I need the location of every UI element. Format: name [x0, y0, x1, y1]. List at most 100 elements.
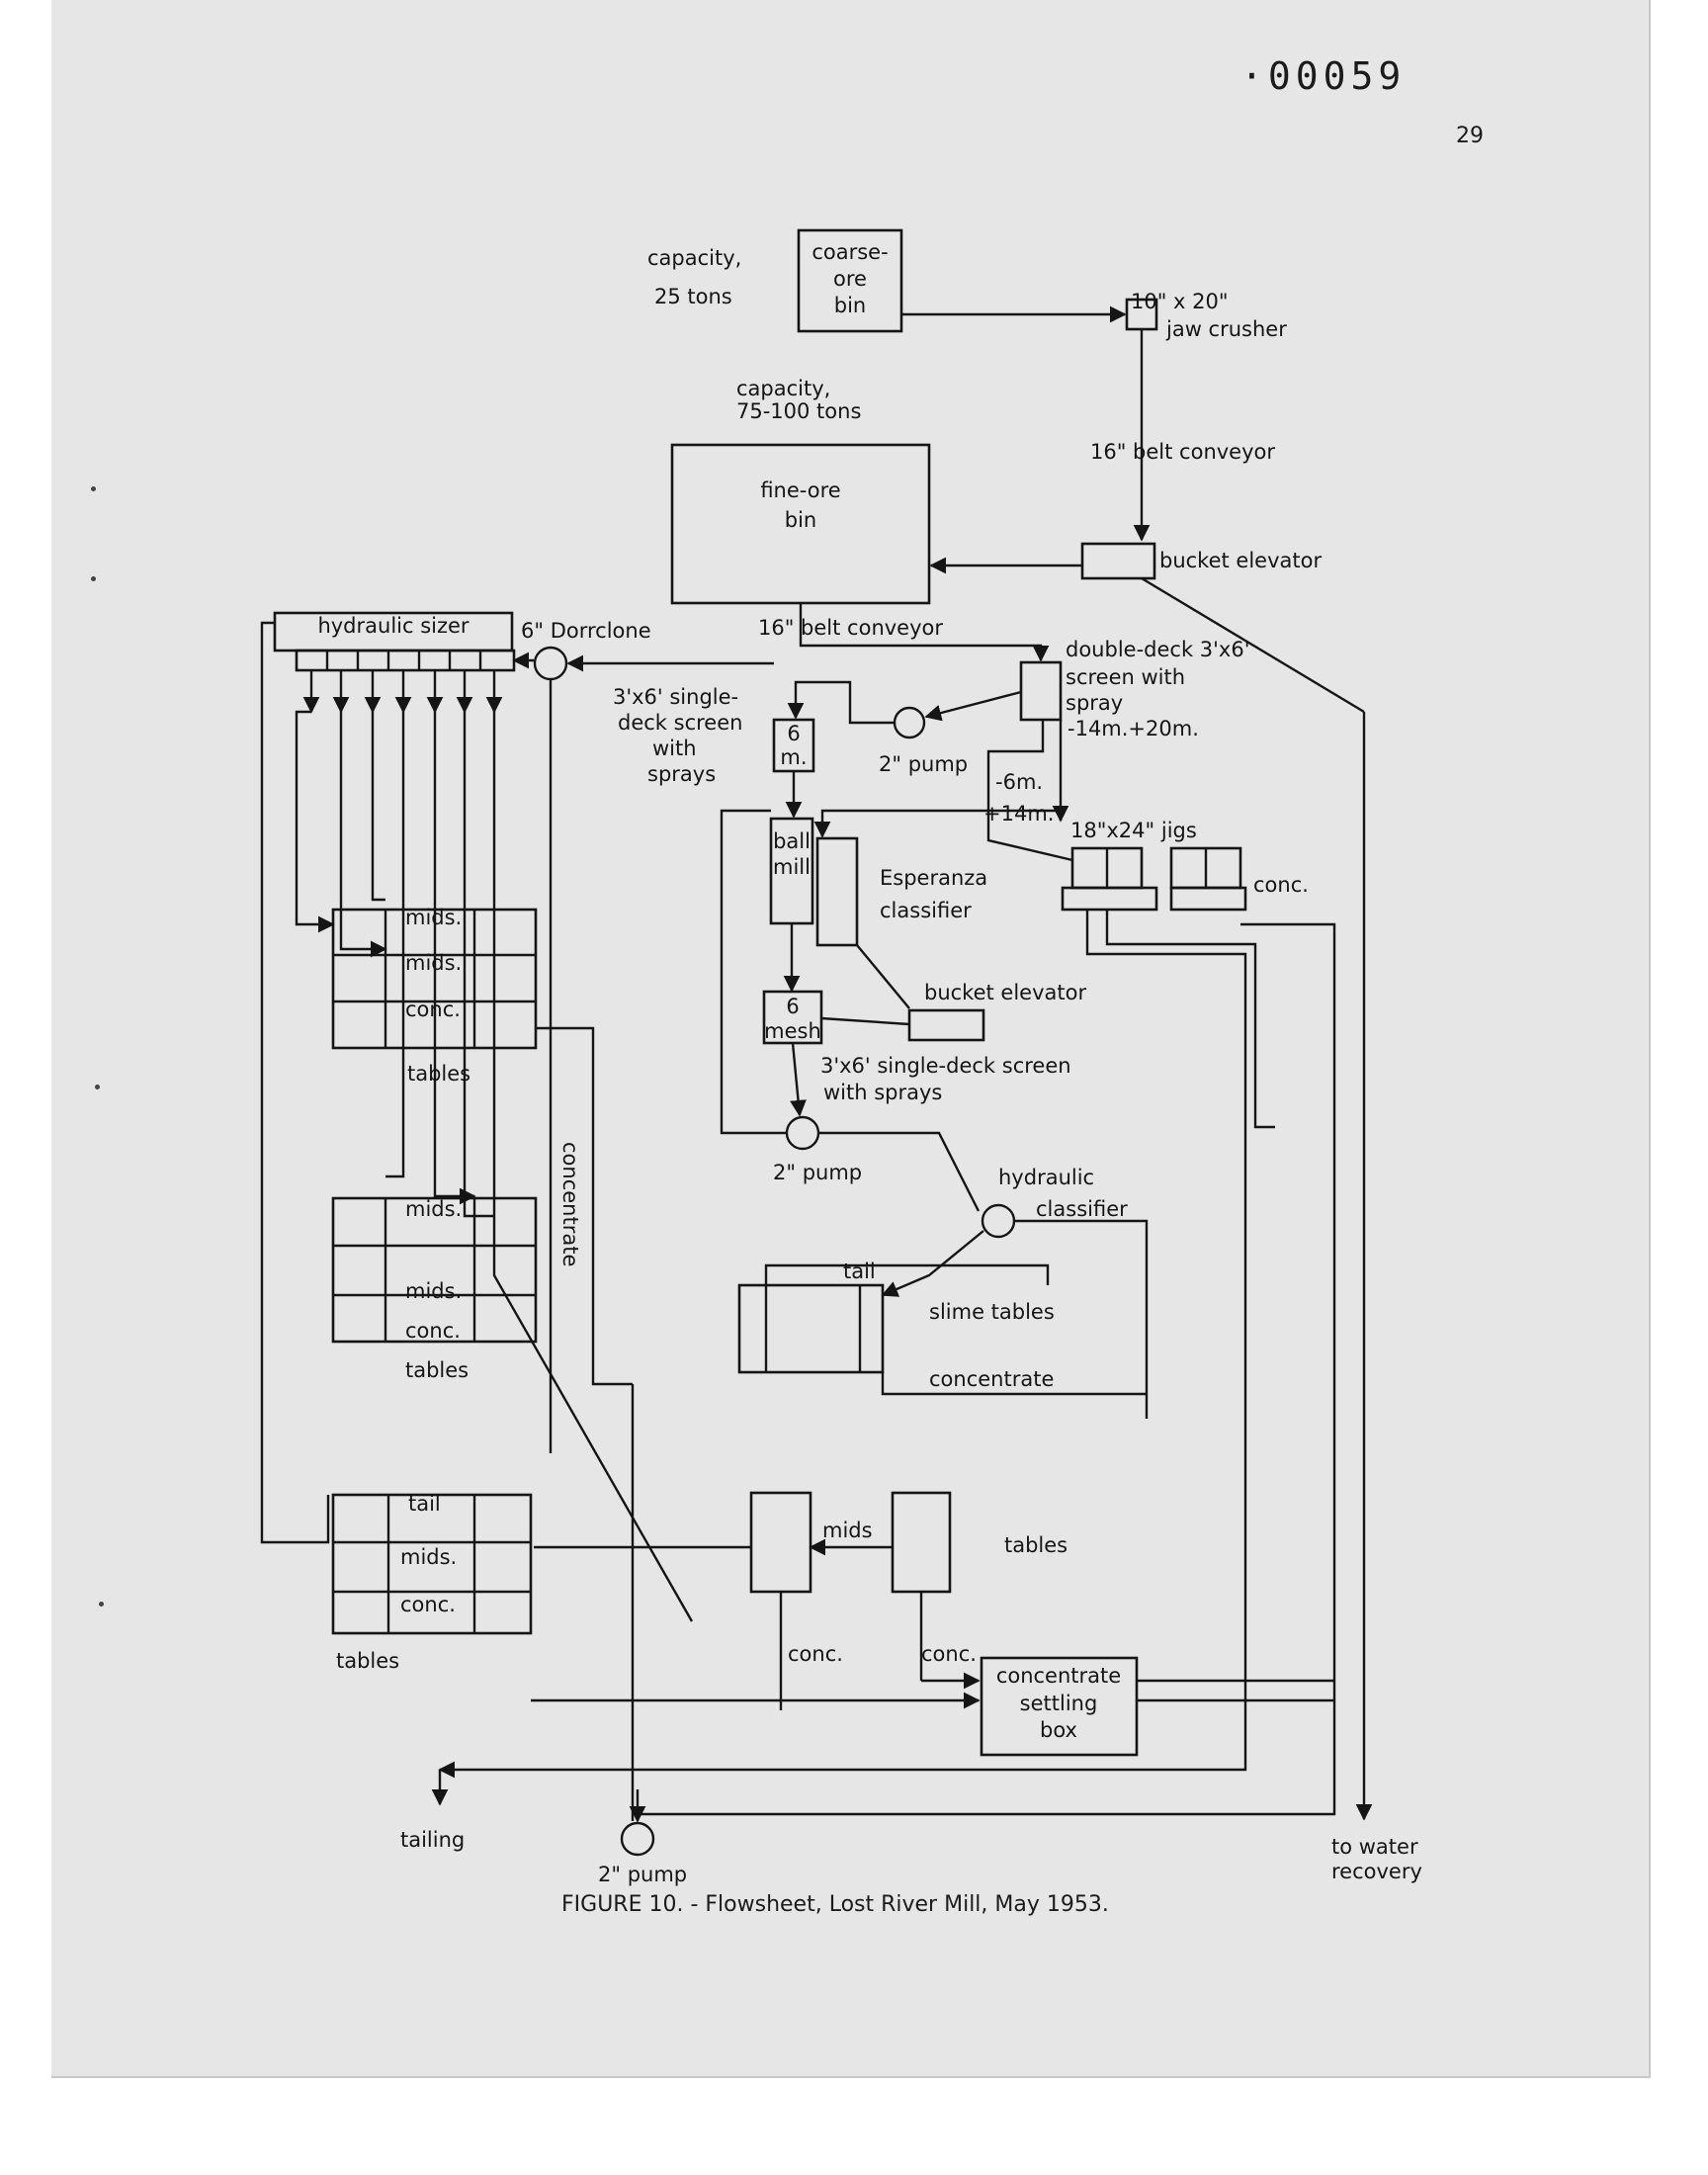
water-recovery-line1: to water — [1331, 1835, 1418, 1859]
slime-tail-label: tail — [843, 1260, 876, 1283]
esperanza-line2: classifier — [880, 899, 972, 922]
fine-bin-line1: fine-ore — [760, 478, 840, 502]
dorrclone-label: 6" Dorrclone — [521, 619, 651, 643]
screen2-line2: with sprays — [823, 1081, 942, 1104]
double-deck-line1: double-deck 3'x6' — [1066, 638, 1249, 661]
margin-mark — [91, 576, 96, 581]
margin-mark — [91, 486, 96, 491]
jigs-size-2: +14m. — [983, 802, 1054, 826]
tables2-row3: conc. — [405, 1319, 461, 1343]
tables3-label: tables — [336, 1649, 399, 1673]
screen1-mesh-line2: m. — [780, 745, 807, 769]
settling-line2: settling — [1020, 1692, 1098, 1715]
hydraulic-classifier-line1: hydraulic — [998, 1166, 1094, 1189]
jigs — [1061, 846, 1247, 912]
pump-3 — [620, 1821, 655, 1857]
margin-mark — [95, 1085, 100, 1089]
hydraulic-sizer-label: hydraulic sizer — [317, 614, 469, 638]
jig-concentrate — [1105, 910, 1275, 1129]
screen-6-mesh-line2: mesh — [764, 1019, 821, 1043]
belt-conveyor-1-label: 16" belt conveyor — [1090, 440, 1275, 464]
tables1-row3: conc. — [405, 998, 461, 1021]
bucket-elevator-2-label: bucket elevator — [924, 981, 1086, 1004]
tables4-mids: mids — [822, 1519, 873, 1542]
coarse-bin-line1: coarse- — [811, 240, 888, 264]
dorrclone — [533, 646, 568, 681]
concentrate-vertical-label: concentrate — [558, 1142, 582, 1266]
tables1-row1: mids. — [405, 906, 462, 929]
flow-screen-undersize — [986, 720, 1045, 821]
water-recovery-line2: recovery — [1331, 1860, 1422, 1883]
flow-screen-to-pump1 — [924, 690, 1022, 722]
margin-mark — [99, 1602, 104, 1607]
coarse-ore-bin: coarse- ore bin — [797, 228, 903, 333]
tables2-label: tables — [405, 1358, 469, 1382]
tables3-row2: mids. — [400, 1545, 457, 1569]
tailing-label: tailing — [400, 1828, 465, 1852]
coarse-bin-line2: ore — [833, 267, 867, 291]
ball-mill-line1: ball — [773, 829, 811, 853]
screen1-line4: sprays — [647, 762, 716, 786]
figure-caption: FIGURE 10. - Flowsheet, Lost River Mill,… — [561, 1892, 1109, 1917]
settling-line1: concentrate — [996, 1664, 1121, 1688]
paper-sheet — [51, 0, 1651, 2078]
screen1-line3: with — [652, 737, 697, 760]
pump-2 — [785, 1115, 820, 1151]
document-number: ·00059 — [1240, 54, 1407, 98]
tables4-conc-a: conc. — [788, 1642, 843, 1666]
tables2-row2: mids. — [405, 1279, 462, 1303]
fine-bin-line2: bin — [785, 508, 816, 532]
tables-3: tail mids. conc. — [331, 1492, 533, 1635]
hydraulic-classifier-line2: classifier — [1036, 1197, 1128, 1221]
tables-1: mids. mids. conc. — [331, 906, 538, 1050]
hydraulic-classifier — [981, 1203, 1016, 1239]
concentrate-settling-box: concentrate settling box — [980, 1656, 1139, 1757]
slime-tables — [737, 1283, 885, 1374]
coarse-bin-line3: bin — [834, 294, 866, 317]
ball-mill-line2: mill — [773, 855, 811, 879]
tables4-label: tables — [1004, 1533, 1068, 1557]
double-deck-size: -14m.+20m. — [1068, 717, 1199, 740]
screen1-mesh-line1: 6 — [787, 722, 800, 745]
esperanza-line1: Esperanza — [880, 866, 987, 890]
flow-fine-bin-conveyor — [799, 603, 1050, 662]
screen1-line2: deck screen — [618, 711, 742, 735]
screen-6-mesh-line1: 6 — [786, 995, 799, 1018]
fine-ore-bin: fine-ore bin — [670, 443, 931, 605]
jigs-size-1: -6m. — [995, 770, 1043, 794]
tables3-row3: conc. — [400, 1593, 456, 1616]
bucket-elevator-2 — [907, 1008, 985, 1042]
tables2-row1: mids. — [405, 1197, 462, 1221]
screen1-line1: 3'x6' single- — [613, 685, 738, 709]
sizer-overflow — [260, 621, 330, 1544]
coarse-bin-capacity-label: capacity, — [647, 246, 741, 270]
pump-1 — [893, 706, 926, 740]
jaw-crusher-label: jaw crusher — [1165, 317, 1287, 341]
tables1-label: tables — [407, 1062, 470, 1086]
screen2-line1: 3'x6' single-deck screen — [820, 1054, 1071, 1078]
double-deck-screen — [1019, 660, 1063, 722]
jigs-label: 18"x24" jigs — [1070, 819, 1197, 842]
bucket-elevator-1 — [1080, 542, 1156, 580]
coarse-bin-capacity-value: 25 tons — [654, 285, 732, 308]
fine-bin-capacity-label: capacity, — [736, 377, 830, 400]
jigs-conc: conc. — [1253, 873, 1309, 897]
pump-2-label: 2" pump — [773, 1161, 862, 1184]
slime-tables-label: slime tables — [929, 1300, 1055, 1324]
tables1-row2: mids. — [405, 951, 462, 975]
double-deck-line2: screen with — [1066, 665, 1185, 689]
belt-conveyor-2-label: 16" belt conveyor — [758, 616, 943, 640]
pump-3-label: 2" pump — [598, 1863, 687, 1886]
jaw-crusher-size: 10" x 20" — [1131, 290, 1229, 313]
slime-concentrate-label: concentrate — [929, 1367, 1054, 1391]
esperanza-classifier — [815, 836, 859, 947]
settling-line3: box — [1040, 1718, 1077, 1742]
double-deck-line3: spray — [1066, 691, 1123, 715]
page-number: 29 — [1456, 124, 1484, 148]
tables-4 — [749, 1491, 952, 1594]
hydraulic-sizer: hydraulic sizer — [273, 611, 516, 672]
tables3-row1: tail — [408, 1492, 441, 1516]
tailing-return — [438, 1137, 1247, 1779]
